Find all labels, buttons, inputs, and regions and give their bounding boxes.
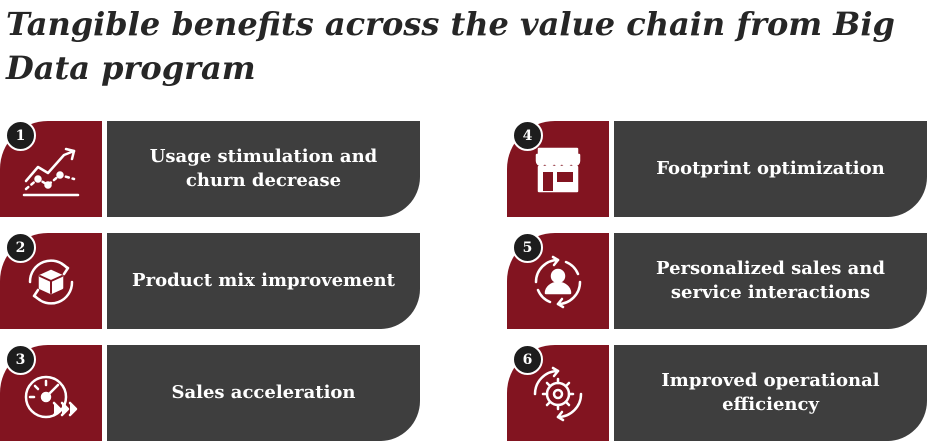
benefit-card-4: 4 Footprint optimization <box>507 120 927 217</box>
benefit-card-1: 1 Usage stimulation and churn decrease <box>0 120 420 217</box>
benefit-number-badge: 6 <box>512 344 543 375</box>
product-cycle-icon <box>20 251 82 313</box>
benefit-card-6: 6 Improved operational efficiency <box>507 344 927 441</box>
benefit-label: Product mix improvement <box>132 270 395 291</box>
gear-cycle-icon <box>527 363 589 425</box>
benefit-label-panel: Usage stimulation and churn decrease <box>107 121 420 217</box>
benefit-card-3: 3 Sales acceleration <box>0 344 420 441</box>
benefit-number-badge: 3 <box>5 344 36 375</box>
benefit-label-panel: Personalized sales and service interacti… <box>614 233 927 329</box>
page-title: Tangible benefits across the value chain… <box>6 5 895 87</box>
storefront-icon <box>527 139 589 201</box>
customer-cycle-icon <box>527 251 589 313</box>
benefit-label-panel: Product mix improvement <box>107 233 420 329</box>
benefit-icon-panel <box>0 345 102 441</box>
benefit-label: Footprint optimization <box>656 158 885 179</box>
benefit-label: Usage stimulation and churn decrease <box>149 146 378 191</box>
benefit-card-2: 2 Product mix improvement <box>0 232 420 329</box>
growth-chart-icon <box>20 139 82 201</box>
benefit-label-panel: Footprint optimization <box>614 121 927 217</box>
benefit-label: Sales acceleration <box>171 382 356 403</box>
benefit-label: Improved operational efficiency <box>661 370 880 415</box>
benefit-number-badge: 1 <box>5 120 36 151</box>
benefit-label-panel: Improved operational efficiency <box>614 345 927 441</box>
benefit-number-badge: 5 <box>512 232 543 263</box>
speedometer-icon <box>20 363 82 425</box>
benefit-label: Personalized sales and service interacti… <box>656 258 885 303</box>
benefit-card-5: 5 Personalized sales and service interac… <box>507 232 927 329</box>
benefit-number-badge: 4 <box>512 120 543 151</box>
benefit-label-panel: Sales acceleration <box>107 345 420 441</box>
benefit-number-badge: 2 <box>5 232 36 263</box>
